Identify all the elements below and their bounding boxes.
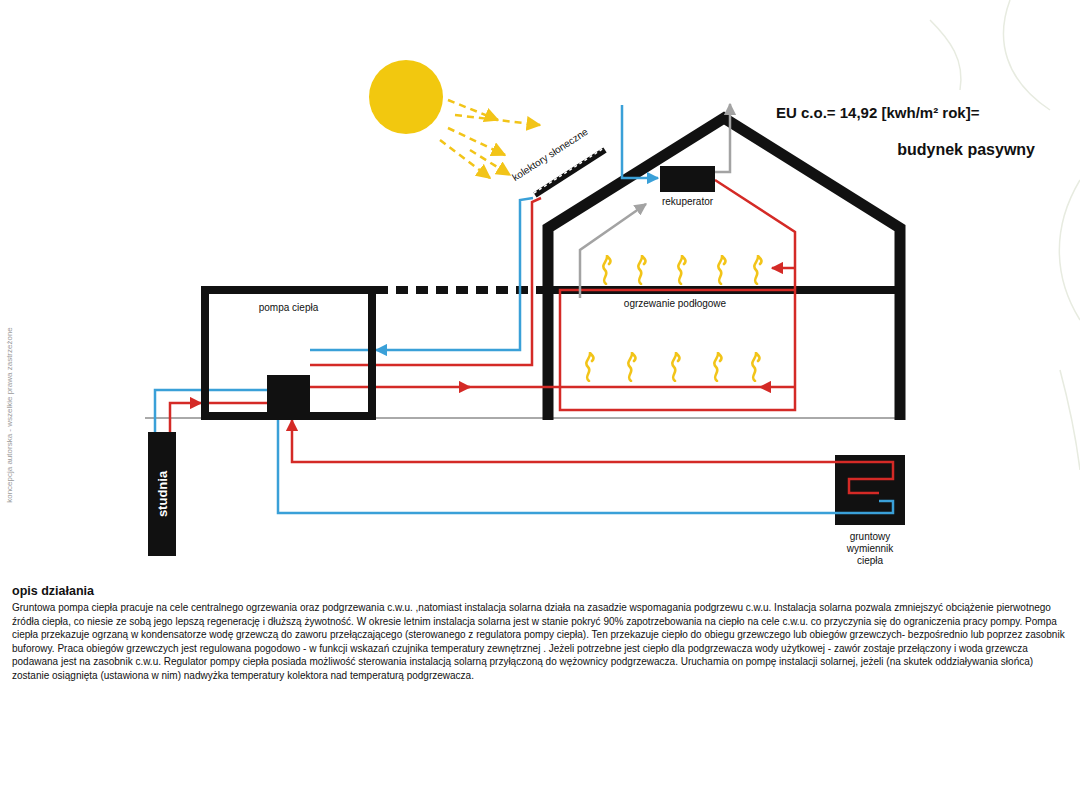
description-heading: opis działania [12, 584, 94, 598]
heat-symbols [586, 256, 761, 381]
sun [369, 60, 540, 178]
node-label: kolektory słoneczne [505, 123, 595, 187]
heat-pump-room: pompa ciepła [201, 286, 376, 420]
pipe-connector [376, 203, 532, 365]
pipe-connector [376, 203, 520, 350]
description-body: Gruntowa pompa ciepła pracuje na cele ce… [12, 601, 1068, 683]
pipe-connector [278, 420, 835, 513]
energy-index: EU c.o.= 14,92 [kwh/m² rok]= [776, 104, 979, 121]
watermark: koncepcja autorska - wszelkie prawa zast… [5, 327, 14, 503]
pipe-connector [155, 390, 201, 432]
floor-heating-label: ogrzewanie podłogowe [600, 298, 750, 309]
node-graphic [835, 455, 905, 525]
recuperator-box: rekuperator [660, 166, 715, 192]
node-label: gruntowy wymiennik ciepła [838, 531, 902, 567]
node-label: studnia [155, 471, 170, 517]
node-label: pompa ciepła [254, 302, 324, 314]
pipe-connector [292, 420, 835, 462]
pipe-connector [170, 403, 201, 432]
node-label: rekuperator [635, 196, 740, 207]
internal-blue-pipes [205, 105, 658, 390]
node-graphic [505, 118, 620, 203]
building-class: budynek pasywny [897, 141, 1035, 159]
well-box: studnia [148, 432, 176, 556]
building-walls [376, 118, 900, 420]
background-curves [930, 0, 1080, 470]
ground-exchanger: gruntowy wymiennik ciepła [835, 455, 905, 525]
solar-collector: kolektory słoneczne [505, 118, 620, 203]
